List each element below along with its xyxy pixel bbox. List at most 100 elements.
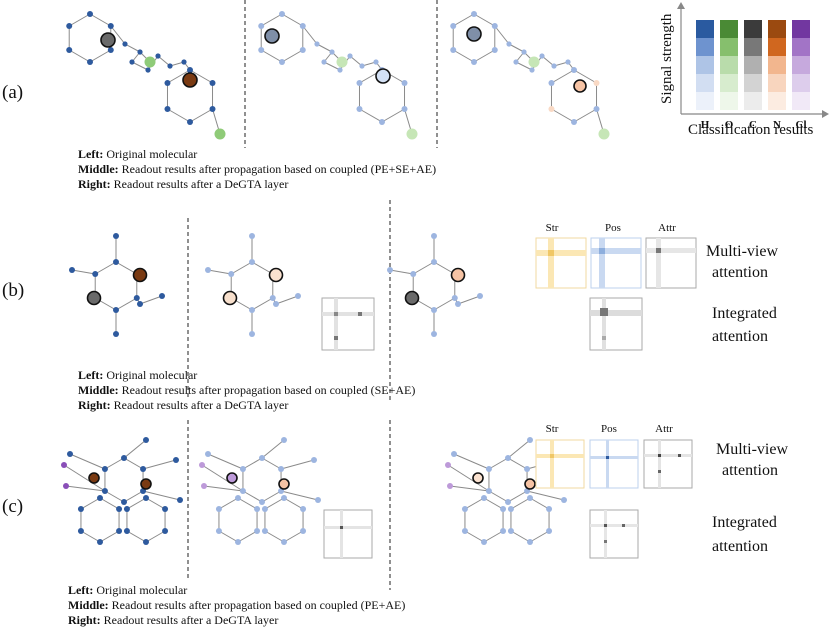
highlighted-atom: [264, 28, 280, 44]
atom-node: [121, 455, 127, 461]
highlighted-atom: [88, 472, 100, 484]
bond-line: [110, 25, 126, 45]
integrated-attention-b: [589, 297, 643, 351]
attention-cell: [358, 312, 362, 316]
atom-node: [373, 59, 379, 65]
legend-swatch: [744, 56, 762, 74]
atom-node: [279, 11, 285, 17]
bond-line: [251, 297, 274, 311]
atom-node: [431, 259, 437, 265]
bond-line: [541, 55, 555, 67]
atom-node: [116, 528, 123, 534]
atom-node: [447, 483, 453, 489]
bond-line: [264, 497, 285, 510]
atom-node: [281, 539, 287, 545]
caption-key: Middle:: [78, 383, 119, 397]
atom-node: [97, 495, 103, 501]
atom-node: [144, 56, 156, 68]
atom-node: [311, 457, 317, 463]
atom-node: [524, 466, 531, 472]
atom-node: [451, 451, 457, 457]
view-label-str: Str: [546, 222, 559, 234]
atom-node: [162, 528, 169, 534]
atom-node: [507, 506, 514, 512]
attention-map-frame: [589, 297, 643, 351]
atom-node: [314, 41, 320, 47]
attention-cell: [599, 248, 605, 254]
atom-node: [410, 271, 417, 277]
atom-node: [137, 49, 143, 55]
atom-node: [273, 301, 279, 307]
atom-node: [329, 49, 335, 55]
legend-swatch: [720, 56, 738, 74]
bond-line: [573, 69, 597, 84]
multiview-text: attention: [712, 264, 768, 281]
atom-node: [491, 47, 498, 53]
bond-line: [433, 297, 456, 311]
caption-text: Readout results after propagation based …: [109, 598, 406, 612]
legend-swatch: [696, 74, 714, 92]
attention-cell: [658, 454, 661, 457]
atom-node: [61, 462, 67, 468]
atom-node: [164, 106, 171, 112]
atom-node: [269, 295, 276, 301]
molecule-b-2: [69, 233, 165, 337]
bond-line: [237, 530, 258, 543]
legend-swatch: [792, 92, 810, 110]
atom-node: [527, 495, 533, 501]
bond-line: [89, 13, 112, 27]
attention-cell: [548, 238, 554, 288]
legend-category-n: N: [773, 119, 781, 131]
legend-swatch: [768, 92, 786, 110]
legend-swatch: [720, 74, 738, 92]
bond-line: [189, 69, 213, 84]
str-attention-b: [535, 237, 587, 289]
bond-line: [280, 459, 315, 470]
caption-line: Middle: Readout results after propagatio…: [68, 598, 405, 612]
attention-cell: [322, 312, 374, 316]
bond-line: [123, 457, 144, 470]
bond-line: [237, 497, 258, 510]
multiview-text: attention: [722, 462, 778, 479]
caption-key: Middle:: [68, 598, 109, 612]
caption-key: Left:: [68, 583, 93, 597]
legend-swatch: [792, 74, 810, 92]
attention-cell: [602, 298, 606, 350]
atom-node: [261, 506, 268, 512]
bond-line: [80, 497, 101, 510]
atom-node: [69, 267, 75, 273]
atom-node: [77, 506, 84, 512]
attention-cell: [604, 524, 607, 527]
atom-node: [214, 128, 226, 140]
bond-line: [483, 497, 504, 510]
attention-cell: [658, 440, 661, 488]
legend-swatch: [720, 20, 738, 38]
atom-node: [356, 106, 363, 112]
bond-line: [283, 497, 304, 510]
atom-node: [187, 67, 193, 73]
atom-node: [431, 331, 437, 337]
bond-line: [323, 61, 341, 71]
atom-node: [67, 451, 73, 457]
bond-line: [126, 497, 147, 510]
attention-map-frame: [535, 439, 585, 489]
atom-node: [258, 23, 265, 29]
highlighted-atom: [226, 472, 238, 484]
bond-line: [283, 530, 304, 543]
attention-cell: [658, 470, 661, 473]
atom-node: [249, 331, 255, 337]
atom-node: [529, 67, 535, 73]
atom-node: [445, 462, 451, 468]
attention-map-frame: [645, 237, 697, 289]
molecule-c-0: [61, 437, 183, 545]
atom-node: [461, 506, 468, 512]
atom-node: [295, 293, 301, 299]
atom-node: [548, 106, 555, 112]
atom-node: [546, 528, 553, 534]
bond-line: [529, 530, 550, 543]
atom-node: [107, 47, 114, 53]
atom-node: [450, 23, 457, 29]
caption-line: Left: Original molecular: [68, 583, 187, 597]
bond-line: [142, 459, 177, 470]
caption-key: Middle:: [78, 162, 119, 176]
